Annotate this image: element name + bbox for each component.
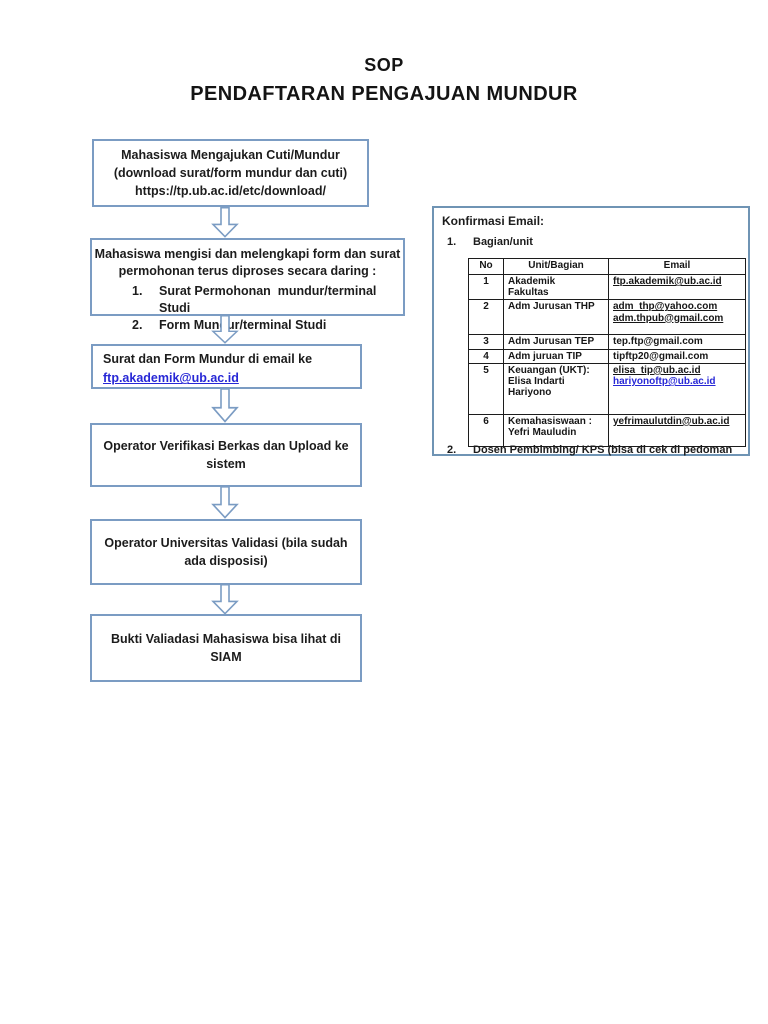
- email-link[interactable]: ftp.akademik@ub.ac.id: [613, 276, 722, 287]
- flow-step-2-list-item-2: 2. Form Mundur/terminal Studi: [132, 317, 403, 334]
- email-cell: elisa_tip@ub.ac.id hariyonoftp@ub.ac.id: [608, 362, 746, 415]
- list-text: Form Mundur/terminal Studi: [159, 317, 327, 332]
- flow-step-3-text: Surat dan Form Mundur di email ke: [103, 352, 313, 366]
- table-row: 3 Adm Jurusan TEP tep.ftp@gmail.com: [468, 334, 746, 350]
- email-link[interactable]: adm.thpub@gmail.com: [613, 312, 724, 324]
- email-link[interactable]: hariyonoftp@ub.ac.id: [613, 375, 716, 387]
- flow-step-2-paragraph-line-2: permohonan terus diproses secara daring …: [118, 263, 377, 278]
- email-text: tipftp20@gmail.com: [613, 350, 709, 362]
- page-title: PENDAFTARAN PENGAJUAN MUNDUR: [190, 83, 578, 105]
- table-row: 1 Akademik Fakultas ftp.akademik@ub.ac.i…: [468, 273, 746, 301]
- panel-heading: Konfirmasi Email:: [442, 214, 545, 228]
- email-text: tep.ftp@gmail.com: [613, 336, 703, 348]
- down-arrow-icon: [211, 388, 239, 423]
- email-table: No Unit/Bagian Email 1 Akademik Fakultas…: [468, 258, 746, 447]
- flow-step-mengisi-form: Mahasiswa mengisi dan melengkapi form da…: [90, 238, 405, 332]
- flow-step-1-url: https://tp.ub.ac.id/etc/download/: [135, 184, 326, 198]
- flow-step-bukti-validasi: Bukti Valiadasi Mahasiswa bisa lihat di …: [90, 614, 362, 682]
- table-row: 5 Keuangan (UKT): Elisa Indarti Hariyono…: [468, 362, 746, 415]
- flow-step-1-line-1: Mahasiswa Mengajukan Cuti/Mundur: [121, 148, 340, 162]
- no-cell: 1: [468, 273, 504, 301]
- unit-cell: Adm juruan TIP: [503, 348, 609, 364]
- table-row: 2 Adm Jurusan THP adm_thp@yahoo.com adm.…: [468, 299, 746, 336]
- email-cell: adm_thp@yahoo.com adm.thpub@gmail.com: [608, 299, 746, 336]
- flow-step-4-text: Operator Verifikasi Berkas dan Upload ke…: [103, 438, 349, 471]
- unit-cell: Adm Jurusan THP: [503, 299, 609, 336]
- konfirmasi-email-panel: Konfirmasi Email: 1. Bagian/unit No Unit…: [432, 206, 750, 456]
- page-title-sop: SOP: [364, 55, 404, 75]
- email-cell: tipftp20@gmail.com: [608, 348, 746, 364]
- header-unit-bagian: Unit/Bagian: [503, 258, 609, 275]
- table-row: 4 Adm juruan TIP tipftp20@gmail.com: [468, 348, 746, 364]
- down-arrow-icon: [211, 584, 239, 615]
- panel-item-dosen-pembimbing: 2. Dosen Pembimbing/ KPS (bisa di cek di…: [447, 444, 745, 456]
- flow-step-email-surat: Surat dan Form Mundur di email ke ftp.ak…: [91, 344, 362, 389]
- panel-item-bagian-unit: 1. Bagian/unit: [447, 236, 533, 248]
- no-cell: 2: [468, 299, 504, 336]
- no-cell: 5: [468, 362, 504, 415]
- down-arrow-icon: [211, 207, 239, 238]
- down-arrow-icon: [211, 486, 239, 519]
- email-link[interactable]: ftp.akademik@ub.ac.id: [103, 371, 239, 386]
- email-link[interactable]: elisa_tip@ub.ac.id: [613, 364, 701, 376]
- list-text: Surat Permohonan mundur/terminal Studi: [159, 283, 380, 315]
- no-cell: 3: [468, 334, 504, 350]
- flow-step-operator-universitas: Operator Universitas Validasi (bila suda…: [90, 519, 362, 585]
- list-number: 2.: [132, 317, 143, 332]
- email-cell: yefrimaulutdin@ub.ac.id: [608, 413, 746, 447]
- email-link[interactable]: adm_thp@yahoo.com: [613, 301, 718, 313]
- list-text: Dosen Pembimbing/ KPS (bisa di cek di pe…: [473, 444, 733, 456]
- no-cell: 6: [468, 413, 504, 447]
- table-row: 6 Kemahasiswaan : Yefri Mauludin yefrima…: [468, 413, 746, 447]
- unit-cell: Adm Jurusan TEP: [503, 334, 609, 350]
- flow-step-operator-verifikasi: Operator Verifikasi Berkas dan Upload ke…: [90, 423, 362, 487]
- no-cell: 4: [468, 348, 504, 364]
- email-cell: tep.ftp@gmail.com: [608, 334, 746, 350]
- flow-step-2-list-item-1: 1. Surat Permohonan mundur/terminal Stud…: [132, 283, 403, 317]
- list-number: 1.: [447, 236, 457, 248]
- header-email: Email: [608, 258, 746, 275]
- table-header-row: No Unit/Bagian Email: [468, 258, 746, 275]
- header-no: No: [468, 258, 504, 275]
- email-cell: ftp.akademik@ub.ac.id: [608, 273, 746, 301]
- flow-step-1-line-2: (download surat/form mundur dan cuti): [113, 166, 348, 180]
- flow-step-6-text: Bukti Valiadasi Mahasiswa bisa lihat di …: [111, 631, 341, 664]
- list-number: 2.: [447, 444, 457, 456]
- flow-step-5-text: Operator Universitas Validasi (bila suda…: [104, 535, 348, 568]
- list-text: Bagian/unit: [473, 236, 533, 248]
- list-number: 1.: [132, 283, 143, 298]
- unit-cell: Akademik Fakultas: [503, 273, 609, 301]
- unit-cell: Keuangan (UKT): Elisa Indarti Hariyono: [503, 362, 609, 415]
- email-link[interactable]: yefrimaulutdin@ub.ac.id: [613, 415, 730, 427]
- flow-step-mahasiswa-mengajukan: Mahasiswa Mengajukan Cuti/Mundur (downlo…: [92, 139, 369, 207]
- unit-cell: Kemahasiswaan : Yefri Mauludin: [503, 413, 609, 447]
- flow-step-2-paragraph-line-1: Mahasiswa mengisi dan melengkapi form da…: [94, 247, 401, 261]
- down-arrow-icon: [211, 315, 239, 344]
